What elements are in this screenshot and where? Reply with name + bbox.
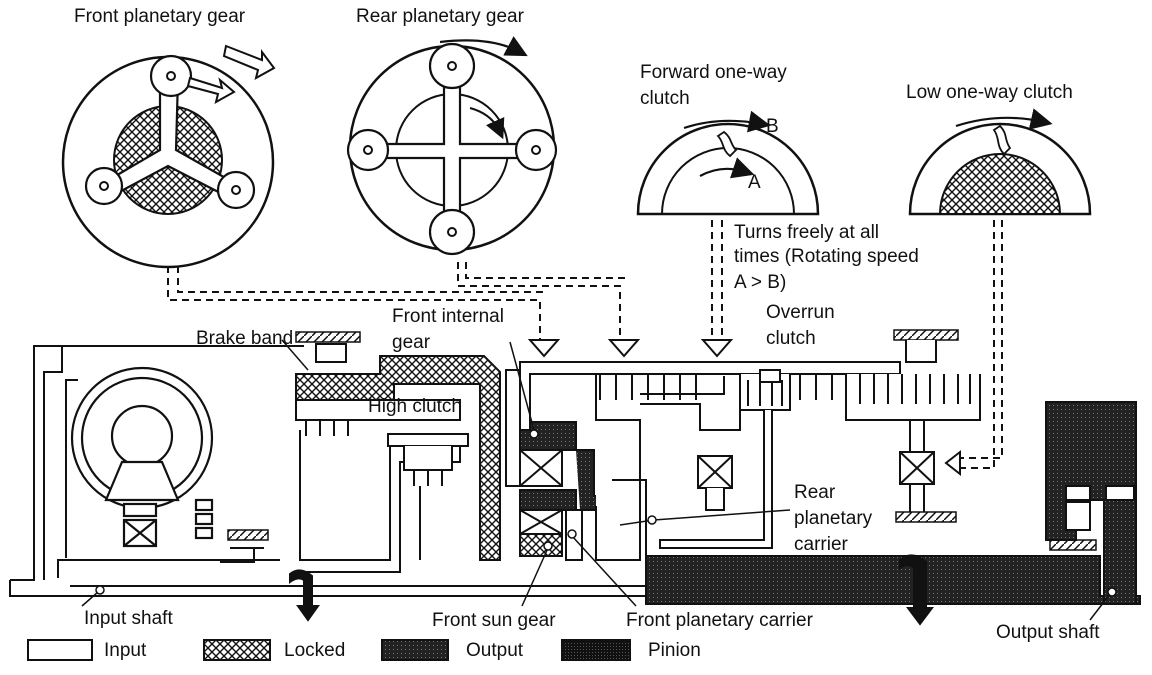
rear-planetary-schematic [519, 340, 981, 561]
high-clutch [295, 399, 469, 573]
legend-label-pinion: Pinion [648, 640, 701, 661]
legend: Input Locked Output Pinion [27, 639, 701, 661]
label-output-shaft: Output shaft [996, 622, 1100, 643]
label-front-sun-gear: Front sun gear [432, 610, 556, 631]
label-leaders [81, 339, 1117, 621]
label-overrun-clutch-2: clutch [766, 328, 816, 349]
dashed-leaders [167, 220, 1003, 469]
label-turns-freely-2: times (Rotating speed [734, 246, 919, 267]
torque-converter [70, 366, 214, 548]
forward-one-way-clutch [636, 110, 820, 216]
legend-label-output: Output [466, 640, 524, 661]
legend-swatch-output [381, 639, 449, 661]
label-forward-one-way-clutch-2: clutch [640, 88, 690, 109]
legend-swatch-pinion [561, 639, 631, 661]
rear-planetary-gear [346, 36, 558, 256]
label-arrow-a: A [748, 172, 761, 193]
front-planetary-schematic [505, 369, 641, 561]
label-rear-planetary-gear: Rear planetary gear [356, 6, 525, 27]
legend-swatch-locked [203, 639, 271, 661]
label-rear-planetary-carrier-2: planetary [794, 508, 873, 529]
label-turns-freely-3: A > B) [734, 272, 786, 293]
label-front-planetary-carrier: Front planetary carrier [626, 610, 814, 631]
label-rear-planetary-carrier-3: carrier [794, 534, 849, 555]
legend-swatch-input [27, 639, 93, 661]
label-overrun-clutch-1: Overrun [766, 302, 835, 323]
output-shaft-assembly [612, 401, 1141, 605]
label-rear-planetary-carrier-1: Rear [794, 482, 836, 503]
label-brake-band: Brake band [196, 328, 293, 349]
text-labels: Front planetary gear Rear planetary gear… [74, 6, 1100, 643]
legend-label-input: Input [104, 640, 147, 661]
label-forward-one-way-clutch-1: Forward one-way [640, 62, 787, 83]
low-one-way-clutch [908, 108, 1092, 216]
label-input-shaft: Input shaft [84, 608, 173, 629]
label-turns-freely-1: Turns freely at all [734, 222, 879, 243]
label-high-clutch: High clutch [368, 396, 462, 417]
label-front-internal-gear-2: gear [392, 332, 431, 353]
label-front-internal-gear-1: Front internal [392, 306, 504, 327]
label-front-planetary-gear: Front planetary gear [74, 6, 246, 27]
legend-label-locked: Locked [284, 640, 345, 661]
leader-arrowheads [527, 339, 961, 477]
front-planetary-gear [61, 44, 276, 269]
shaft-rotation-arrows [289, 554, 934, 626]
label-arrow-b: B [766, 116, 779, 137]
label-low-one-way-clutch: Low one-way clutch [906, 82, 1073, 103]
